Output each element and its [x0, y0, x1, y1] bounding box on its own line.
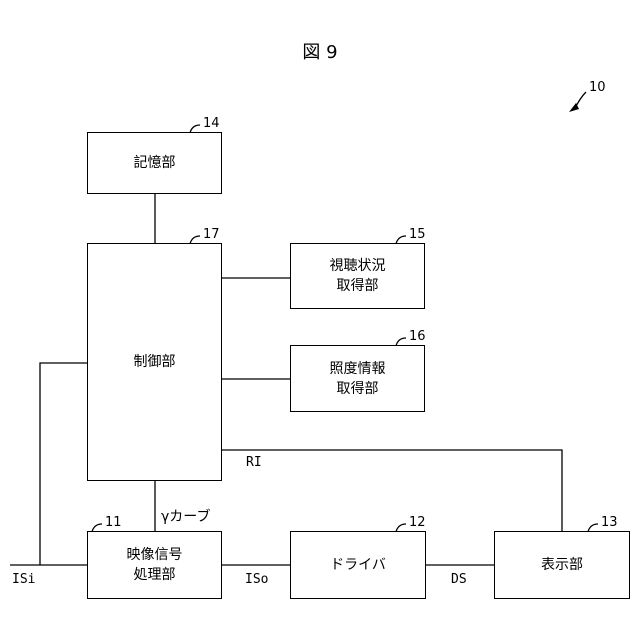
memory-label: 記憶部	[134, 153, 176, 173]
signal-iso: ISo	[245, 572, 268, 587]
viewing-label: 視聴状況 取得部	[330, 256, 386, 296]
illum-label: 照度情報 取得部	[330, 359, 386, 399]
line-isi-branch	[40, 363, 87, 565]
signal-isi: ISi	[12, 572, 35, 587]
signal-ri: RI	[246, 455, 262, 470]
ref-system: 10	[589, 80, 606, 95]
video-label: 映像信号 処理部	[127, 545, 183, 585]
viewing-block: 視聴状況 取得部	[290, 243, 425, 309]
driver-block: ドライバ	[290, 531, 426, 599]
display-block: 表示部	[494, 531, 630, 599]
ref-control: 17	[203, 227, 220, 242]
memory-block: 記憶部	[87, 132, 222, 194]
figure-title: 図 9	[0, 38, 640, 64]
display-label: 表示部	[541, 555, 583, 575]
ref-driver: 12	[409, 515, 426, 530]
driver-label: ドライバ	[330, 555, 386, 575]
control-label: 制御部	[134, 352, 176, 372]
video-block: 映像信号 処理部	[87, 531, 222, 599]
ref-viewing: 15	[409, 227, 426, 242]
ref-video: 11	[105, 515, 122, 530]
control-block: 制御部	[87, 243, 222, 481]
signal-ds: DS	[451, 572, 467, 587]
ref-illum: 16	[409, 329, 426, 344]
ref-display: 13	[601, 515, 618, 530]
signal-gamma: γカーブ	[161, 506, 210, 526]
ref-memory: 14	[203, 116, 220, 131]
illum-block: 照度情報 取得部	[290, 345, 425, 412]
line-ri	[221, 450, 562, 532]
